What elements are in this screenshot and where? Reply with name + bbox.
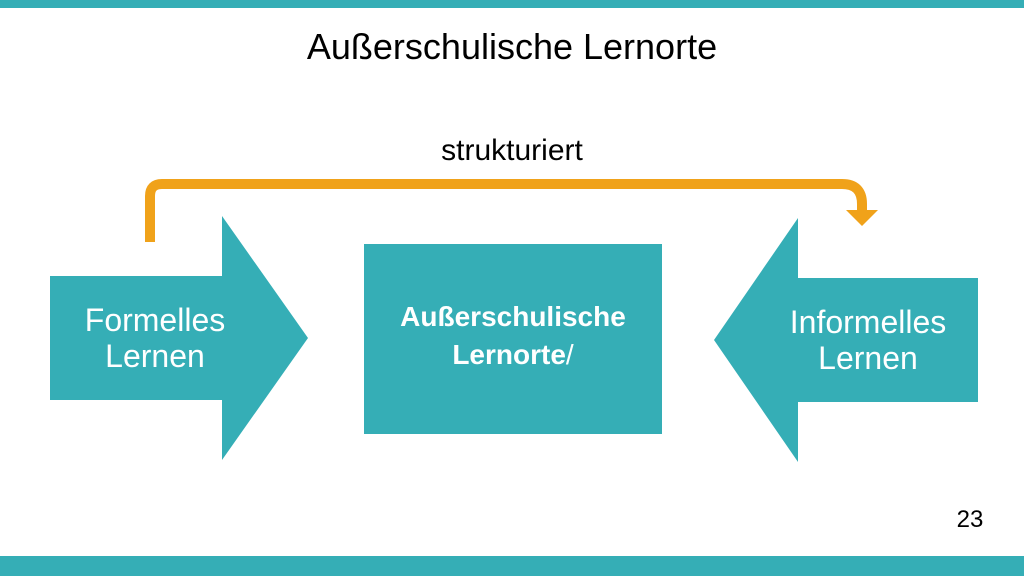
top-accent-bar — [0, 0, 1024, 8]
connector-label: strukturiert — [441, 134, 583, 167]
slide-title: Außerschulische Lernorte — [306, 26, 718, 67]
formal-learning-label: Formelles Lernen — [84, 302, 226, 374]
center-box-shape — [364, 244, 662, 434]
center-box-label: Außerschulische Lernorte/ — [400, 301, 626, 370]
informal-learning-arrow-shape — [714, 218, 978, 462]
bottom-accent-bar — [0, 556, 1024, 576]
slide-number: 23 — [956, 506, 984, 533]
structured-connector-line — [145, 179, 867, 242]
structured-connector-arrowhead — [846, 210, 878, 226]
formal-learning-arrow-shape — [50, 216, 308, 460]
informal-learning-label: Informelles Lernen — [789, 304, 947, 376]
